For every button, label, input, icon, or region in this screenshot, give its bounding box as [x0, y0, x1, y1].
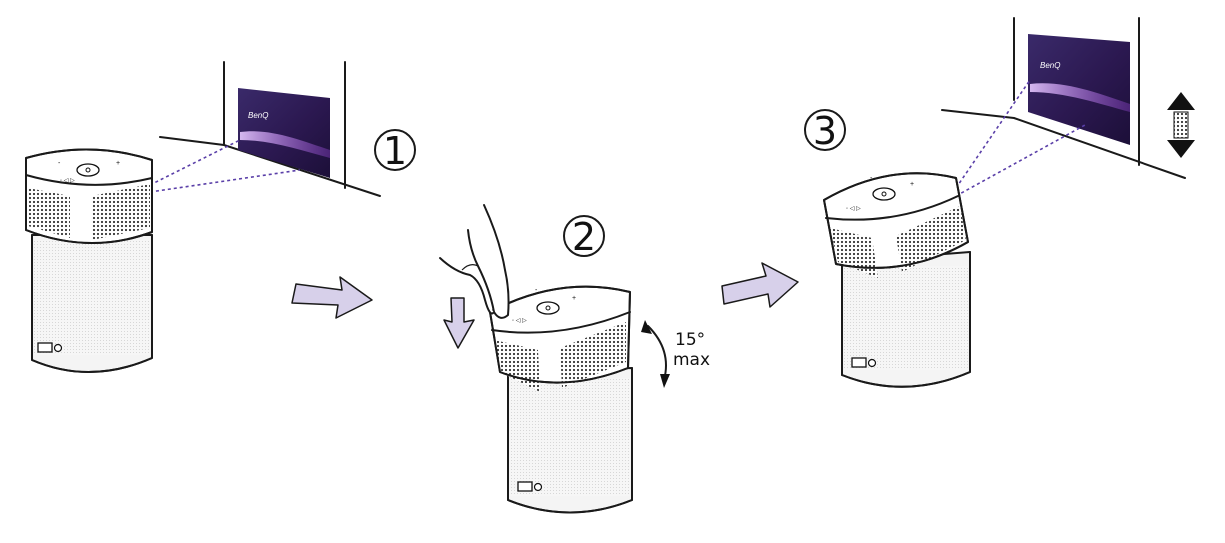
svg-text:2: 2	[572, 215, 596, 259]
arrow-right-icon	[721, 262, 799, 308]
step-3-scene: BenQ - + ◦ ◁ ▷	[804, 17, 1195, 388]
svg-text:+: +	[910, 181, 914, 188]
projector-icon: - + ◦ ◁ ▷	[25, 148, 153, 373]
tilt-limit-label: max	[673, 350, 710, 370]
wall-corner-1	[159, 61, 381, 197]
svg-text:◦ ◁ ▷: ◦ ◁ ▷	[846, 206, 861, 212]
hand-press-icon	[439, 204, 510, 319]
step-number-1: 1	[374, 129, 416, 173]
projector-icon: - + ◦ ◁ ▷	[489, 285, 633, 514]
svg-text:◦ ◁ ▷: ◦ ◁ ▷	[60, 178, 75, 184]
svg-text:+: +	[116, 160, 120, 167]
arrow-down-icon	[443, 297, 475, 349]
svg-text:◦ ◁ ▷: ◦ ◁ ▷	[512, 318, 527, 324]
up-down-arrow-icon	[1167, 92, 1195, 158]
svg-text:1: 1	[383, 129, 407, 173]
step-2-scene: - + ◦ ◁ ▷ 15° max 2	[439, 204, 710, 514]
svg-text:-: -	[58, 160, 61, 167]
svg-text:+: +	[572, 295, 576, 302]
projected-screen-1: BenQ	[238, 88, 330, 178]
svg-text:3: 3	[813, 109, 837, 153]
wall-corner-3	[941, 17, 1186, 179]
tilt-angle-label: 15°	[675, 330, 705, 350]
step-1-scene: BenQ - + ◦ ◁ ▷	[25, 61, 416, 373]
svg-text:-: -	[870, 175, 873, 182]
step-number-3: 3	[804, 109, 846, 153]
arrow-right-icon	[291, 276, 373, 319]
tilt-arrow-icon	[641, 320, 670, 388]
step-number-2: 2	[563, 215, 605, 259]
beam-1	[149, 139, 301, 193]
projector-icon: - + ◦ ◁ ▷	[823, 172, 971, 388]
svg-text:-: -	[535, 287, 538, 294]
projected-screen-3: BenQ	[1028, 34, 1130, 145]
beam-3	[955, 79, 1086, 197]
screen-brand-3: BenQ	[1040, 61, 1060, 70]
screen-brand-1: BenQ	[248, 111, 268, 120]
